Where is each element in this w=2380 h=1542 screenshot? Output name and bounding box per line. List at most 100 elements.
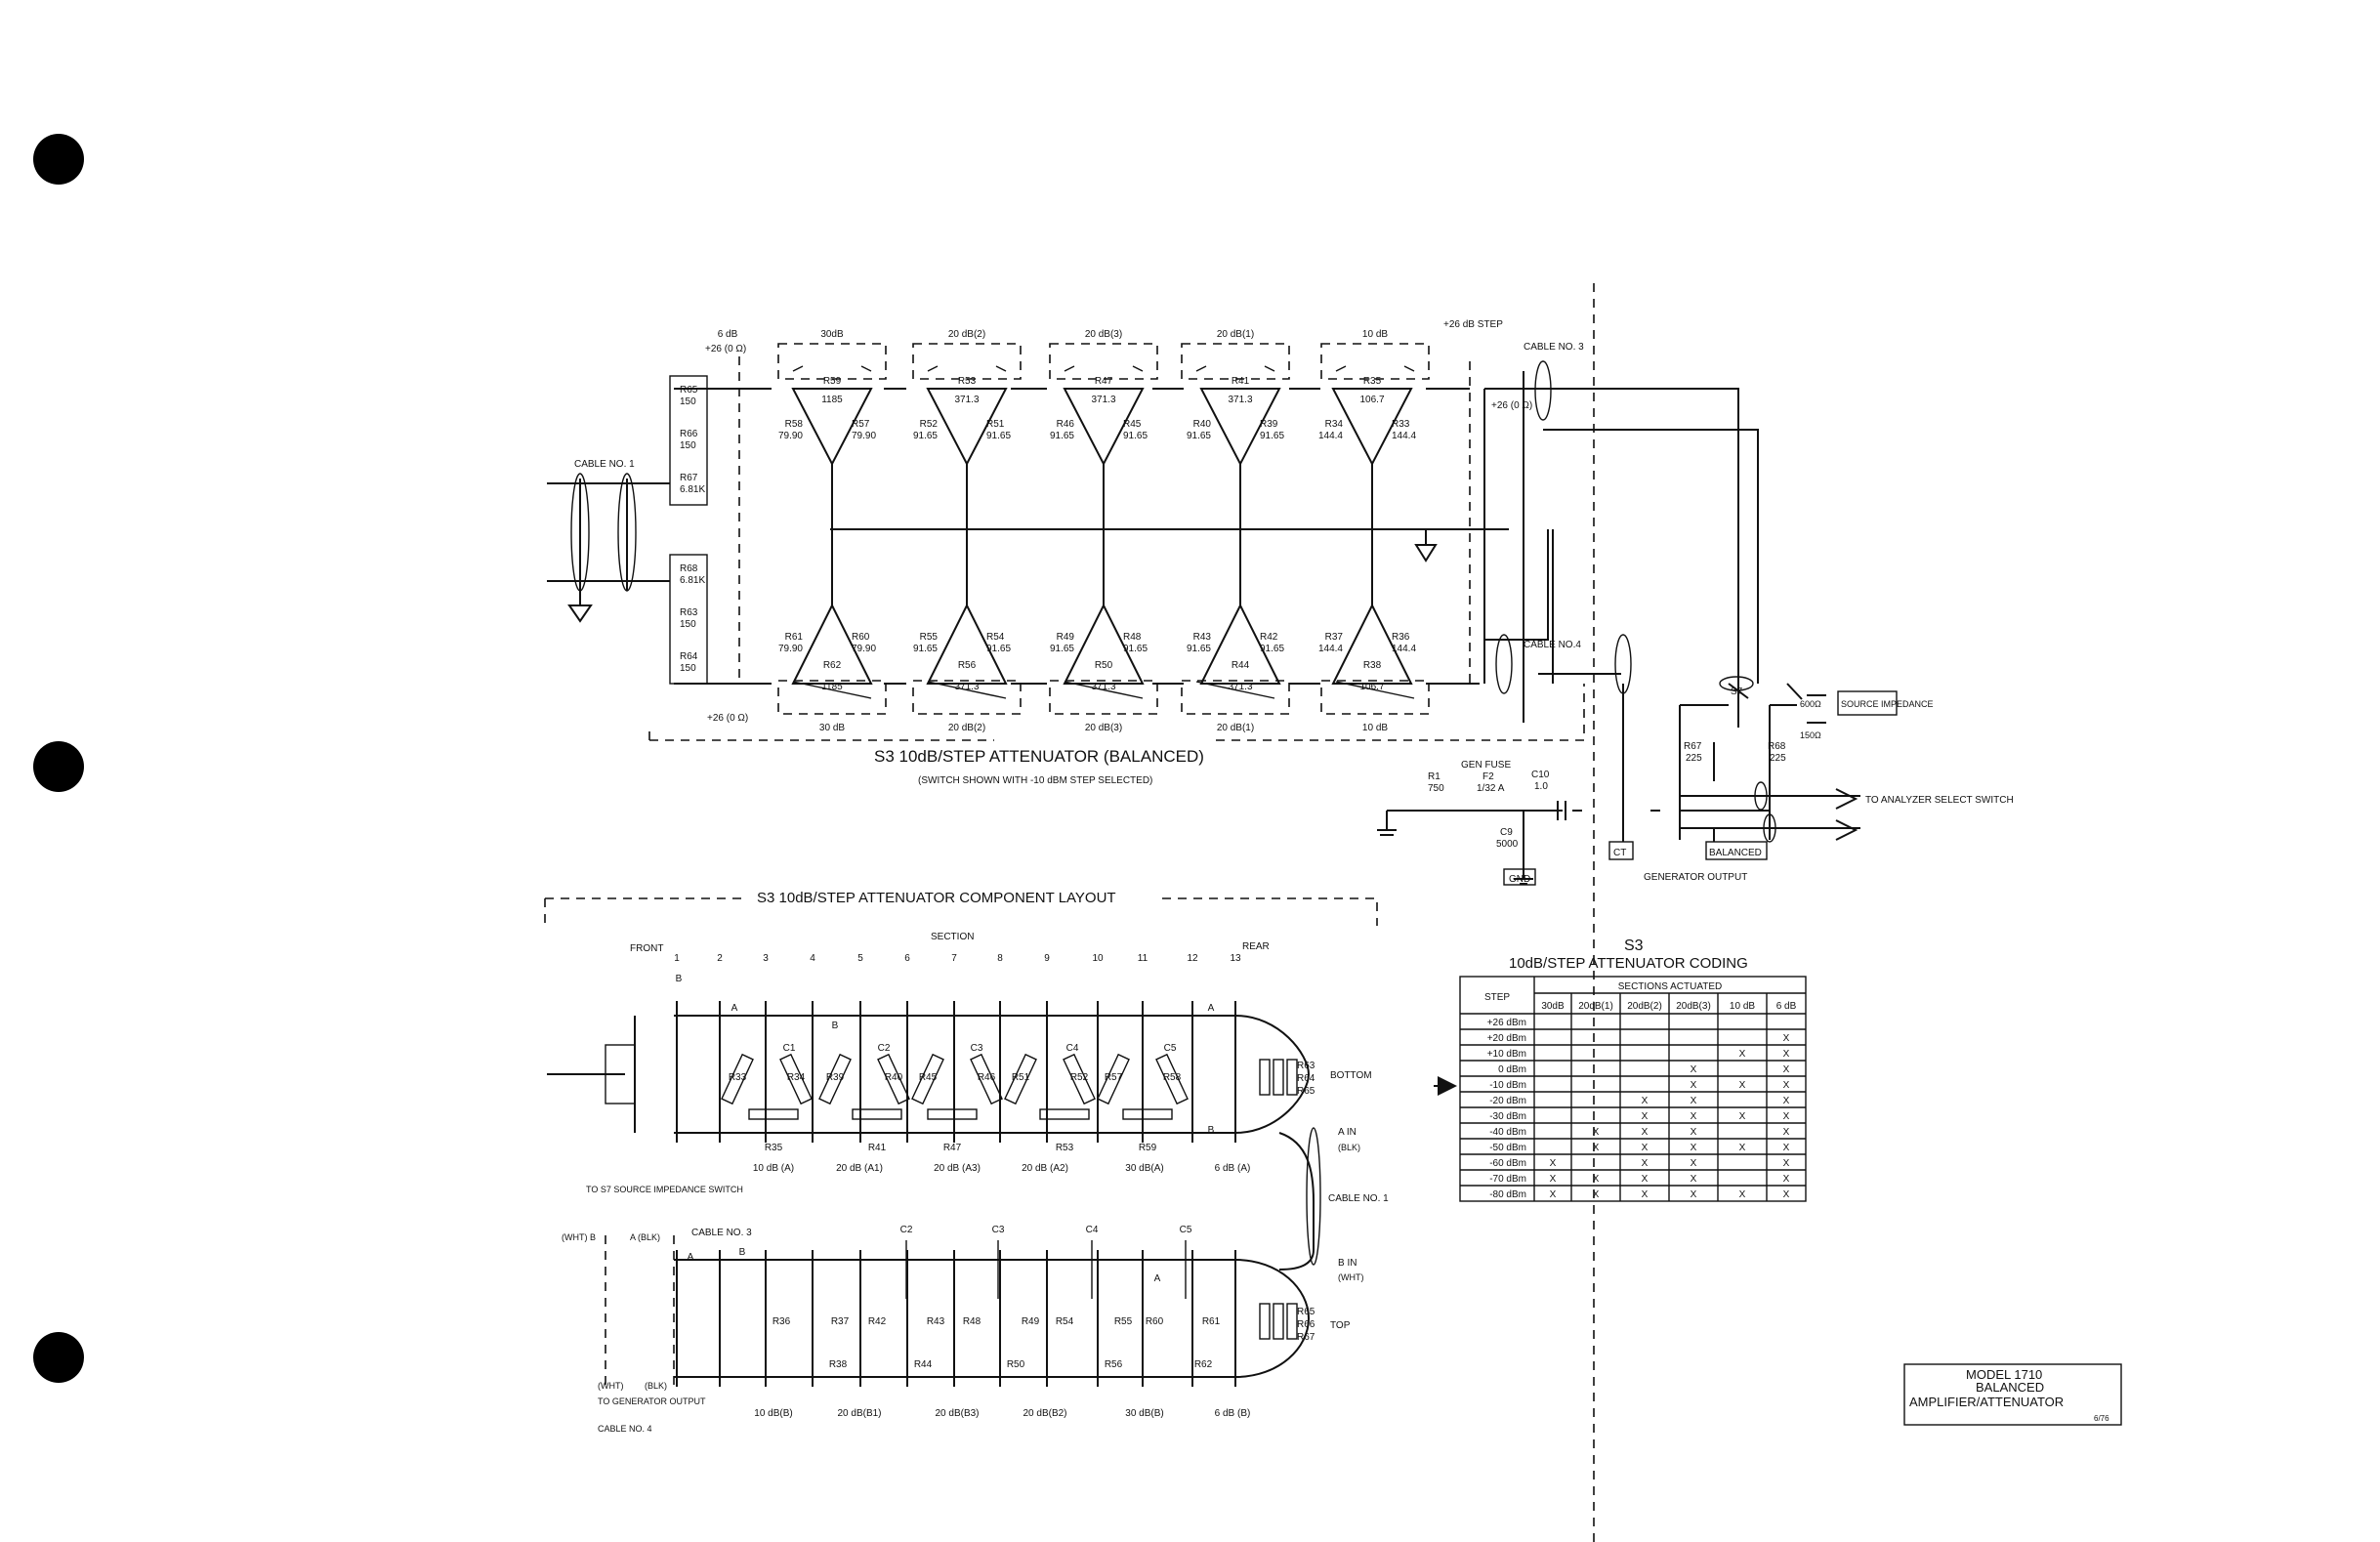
section-number: 10: [1092, 953, 1104, 964]
layout-title: S3 10dB/STEP ATTENUATOR COMPONENT LAYOUT: [757, 890, 1116, 906]
amplifier-line: AMPLIFIER/ATTENUATOR: [1909, 1395, 2064, 1409]
deck-letter: A: [688, 1252, 694, 1263]
switch-box-bottom: [1320, 680, 1430, 715]
pad-top-bridge-ref: R53: [958, 376, 977, 387]
pad-top-left-value: 91.65: [913, 431, 938, 441]
left-resistor-ref: R67: [680, 473, 698, 483]
schematic-subtitle: (SWITCH SHOWN WITH -10 dBM STEP SELECTED…: [918, 775, 1152, 786]
coding-mark: X: [1550, 1174, 1557, 1185]
coding-mark: X: [1691, 1111, 1697, 1122]
c10-value: 1.0: [1534, 781, 1548, 792]
coding-mark: X: [1783, 1111, 1790, 1122]
deck-letter: B: [739, 1247, 746, 1258]
coding-step-value: -40 dBm: [1489, 1127, 1526, 1138]
layout-cable3-label: CABLE NO. 3: [691, 1228, 752, 1238]
pad-bottom-left-value: 91.65: [1187, 644, 1211, 654]
layout-resistor-top-ref: R43: [927, 1316, 945, 1327]
pad-bottom-right-ref: R54: [986, 632, 1005, 643]
section-number: 7: [951, 953, 957, 964]
rear-resistor-body: [1259, 1303, 1271, 1340]
deck-letter: B: [832, 1021, 839, 1031]
layout-resistor-bottom: [1155, 1053, 1189, 1105]
pad-top: [1063, 388, 1145, 529]
coding-step-value: -10 dBm: [1489, 1080, 1526, 1091]
coding-step-value: -20 dBm: [1489, 1096, 1526, 1106]
coding-mark: X: [1550, 1189, 1557, 1200]
rear-top-resistor: R65: [1297, 1307, 1315, 1317]
layout-resistor-bottom: [779, 1053, 813, 1105]
to-s7-label: TO S7 SOURCE IMPEDANCE SWITCH: [586, 1185, 743, 1194]
switch-label-top: 6 dB: [718, 329, 738, 340]
section-number: 4: [810, 953, 815, 964]
coding-mark: X: [1691, 1174, 1697, 1185]
pad-bottom-right-ref: R60: [852, 632, 870, 643]
wht-a-label: (WHT): [598, 1381, 624, 1391]
coding-mark: X: [1550, 1158, 1557, 1169]
switch-label-top: 20 dB(1): [1217, 329, 1254, 340]
layout-resistor-bottom-ref: R52: [1070, 1072, 1089, 1083]
r67-out-value: 225: [1686, 753, 1702, 764]
layout-cap-top: C5: [1180, 1225, 1192, 1235]
layout-resistor-bottom-low: [852, 1108, 902, 1120]
deck-letter: A: [1154, 1273, 1161, 1284]
r1-label: R1: [1428, 771, 1441, 782]
layout-resistor-top-ref: R49: [1022, 1316, 1040, 1327]
top-section-name: 20 dB(B3): [935, 1408, 979, 1419]
model-line: MODEL 1710: [1966, 1367, 2042, 1382]
coding-step-value: -70 dBm: [1489, 1174, 1526, 1185]
ohm600-label: 600Ω: [1800, 699, 1821, 709]
top-section-name: 20 dB(B1): [837, 1408, 881, 1419]
rear-bottom-resistor: R64: [1297, 1073, 1315, 1084]
to-analyzer-label: TO ANALYZER SELECT SWITCH: [1865, 795, 2014, 806]
bottom-section-name: 30 dB(A): [1125, 1163, 1163, 1174]
c9-value: 5000: [1496, 839, 1519, 850]
pad-top-left-value: 91.65: [1187, 431, 1211, 441]
pad-top-left-value: 91.65: [1050, 431, 1074, 441]
layout-resistor-top-ref: R61: [1202, 1316, 1221, 1327]
ohm150-label: 150Ω: [1800, 730, 1821, 740]
pad-bottom-left-ref: R43: [1193, 632, 1212, 643]
pad-bottom-bridge-value: 371.3: [1228, 682, 1252, 692]
layout-resistor-bottom: [911, 1053, 944, 1105]
section-number: 12: [1187, 953, 1198, 964]
a-blk-label: A (BLK): [630, 1232, 660, 1242]
coding-mark: X: [1739, 1111, 1746, 1122]
pad-top-left-value: 144.4: [1318, 431, 1343, 441]
deck-letter: A: [1208, 1003, 1215, 1014]
section-number: 8: [997, 953, 1003, 964]
blk-a-label: (BLK): [645, 1381, 667, 1391]
pad-bottom-bridge-ref: R44: [1232, 660, 1250, 671]
top-label: TOP: [1330, 1320, 1351, 1331]
pad-top-left-ref: R40: [1193, 419, 1212, 430]
layout-cap-bottom: C5: [1164, 1043, 1177, 1054]
left-resistor-value: 150: [680, 440, 696, 451]
coding-mark: X: [1783, 1158, 1790, 1169]
switch-box-bottom: [1181, 680, 1290, 715]
layout-resistor-bottom-low-ref: R47: [943, 1143, 962, 1153]
coding-mark: X: [1691, 1143, 1697, 1153]
c10-label: C10: [1531, 770, 1550, 780]
layout-resistor-bottom: [877, 1053, 910, 1105]
coding-mark: X: [1739, 1143, 1746, 1153]
pad-bottom-right-ref: R48: [1123, 632, 1142, 643]
switch-label-bottom: 20 dB(1): [1217, 723, 1254, 733]
section-number: 2: [717, 953, 723, 964]
pad-top-bridge-value: 1185: [821, 395, 843, 405]
top-section-name: 20 dB(B2): [1023, 1408, 1066, 1419]
coding-sections-header: SECTIONS ACTUATED: [1618, 981, 1723, 992]
source-impedance-label: SOURCE IMPEDANCE: [1841, 699, 1934, 709]
front-label: FRONT: [630, 943, 663, 954]
pad-top-left-ref: R52: [920, 419, 939, 430]
pad-bottom-left-ref: R55: [920, 632, 939, 643]
layout-cap-top: C3: [992, 1225, 1005, 1235]
layout-resistor-bottom-ref: R40: [885, 1072, 903, 1083]
coding-mark: X: [1593, 1189, 1600, 1200]
layout-labels: S3 10dB/STEP ATTENUATOR COMPONENT LAYOUT…: [562, 890, 1389, 1434]
bottom-section-name: 20 dB (A1): [836, 1163, 883, 1174]
schematic-title: S3 10dB/STEP ATTENUATOR (BALANCED): [874, 747, 1204, 766]
pad-bottom-left-value: 144.4: [1318, 644, 1343, 654]
pad-top-bridge-value: 371.3: [1091, 395, 1115, 405]
wht-label: (WHT): [1338, 1272, 1364, 1282]
rear-resistor-body: [1273, 1303, 1284, 1340]
